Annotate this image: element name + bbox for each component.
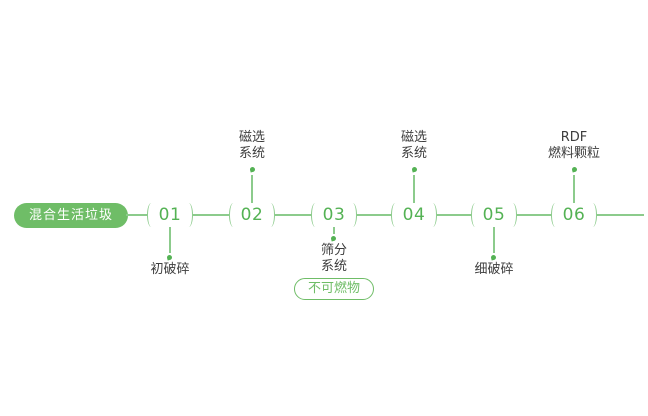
start-badge: 混合生活垃圾 (14, 203, 129, 228)
node-right-arc (184, 203, 193, 227)
step-label-line: 燃料颗粒 (547, 146, 601, 161)
timeline-node-06: 06 (551, 201, 597, 229)
timeline-node-02: 02 (229, 201, 275, 229)
node-left-arc (551, 203, 560, 227)
timeline-node-04: 04 (391, 201, 437, 229)
connector-line (573, 175, 575, 203)
step-label-primary-crush: 初破碎 (150, 262, 190, 277)
node-number: 02 (240, 205, 264, 225)
connector-line (251, 175, 253, 203)
leaf-dot (330, 235, 337, 242)
step-label-line: 筛分 (320, 243, 348, 258)
node-right-arc (508, 203, 517, 227)
leaf-dot (490, 254, 497, 261)
connector-line (169, 227, 171, 253)
node-left-arc (391, 203, 400, 227)
node-left-arc (471, 203, 480, 227)
timeline-segment (275, 214, 311, 216)
timeline-segment (437, 214, 471, 216)
step-label-magnetic-1: 磁选 系统 (239, 130, 265, 162)
leaf-dot (166, 254, 173, 261)
leaf-dot (249, 166, 256, 173)
node-number: 03 (322, 205, 346, 225)
step-label-fine-crush: 细破碎 (474, 262, 514, 277)
node-number: 06 (562, 205, 586, 225)
connector-line (413, 175, 415, 203)
step-label-line: 系统 (238, 146, 266, 161)
step-label-line: RDF (560, 130, 588, 145)
node-left-arc (311, 203, 320, 227)
timeline-segment (597, 214, 644, 216)
node-number: 05 (482, 205, 506, 225)
node-right-arc (428, 203, 437, 227)
connector-line (333, 227, 335, 234)
timeline-node-05: 05 (471, 201, 517, 229)
node-right-arc (266, 203, 275, 227)
leaf-dot (411, 166, 418, 173)
timeline-node-01: 01 (147, 201, 193, 229)
node-right-arc (588, 203, 597, 227)
step-label-line: 系统 (320, 259, 348, 274)
timeline-segment (517, 214, 551, 216)
non-combustible-badge: 不可燃物 (293, 278, 375, 300)
step-label-line: 系统 (400, 146, 428, 161)
timeline-segment (126, 214, 147, 216)
step-label-line: 磁选 (400, 130, 428, 145)
node-left-arc (147, 203, 156, 227)
step-label-line: 磁选 (238, 130, 266, 145)
connector-line (493, 227, 495, 253)
leaf-dot (571, 166, 578, 173)
node-right-arc (348, 203, 357, 227)
step-label-magnetic-2: 磁选 系统 (401, 130, 427, 162)
step-label-screening: 筛分 系统 (321, 243, 347, 275)
timeline-segment (357, 214, 391, 216)
timeline-node-03: 03 (311, 201, 357, 229)
node-number: 04 (402, 205, 426, 225)
step-label-rdf-pellets: RDF 燃料颗粒 (548, 130, 600, 162)
timeline-segment (193, 214, 229, 216)
node-left-arc (229, 203, 238, 227)
node-number: 01 (158, 205, 182, 225)
